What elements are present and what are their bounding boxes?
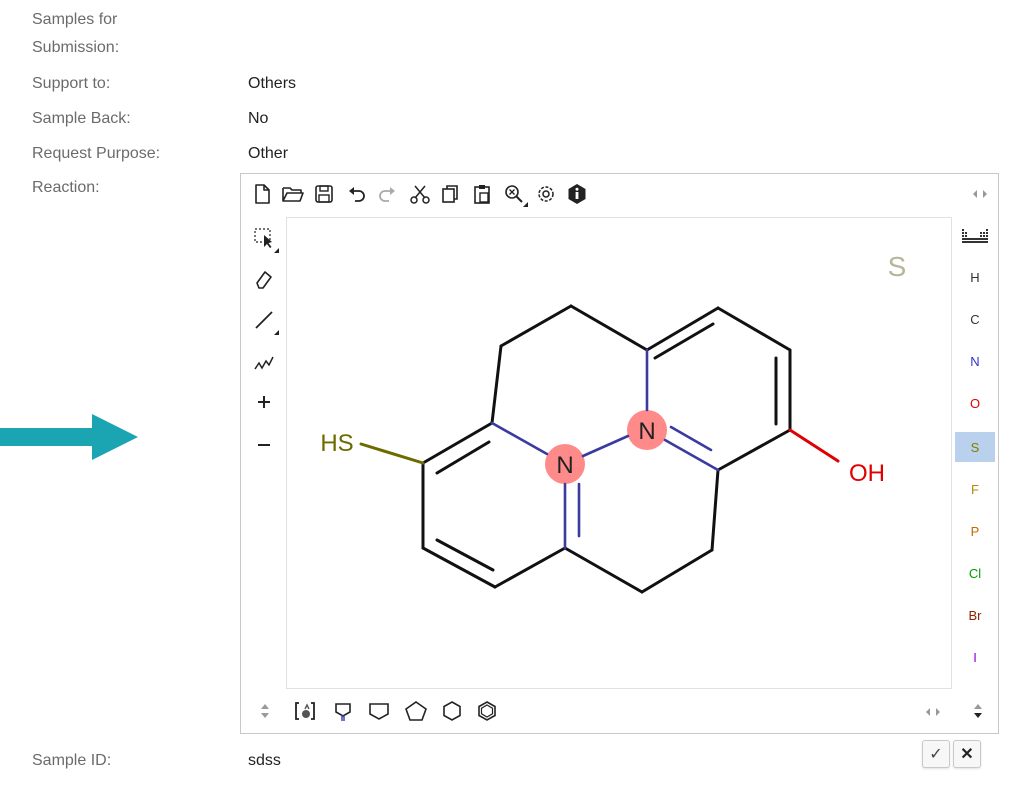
atom-n-button[interactable]: N (955, 346, 995, 376)
paste-icon[interactable] (469, 181, 495, 207)
atom-cl-button[interactable]: Cl (955, 558, 995, 588)
bonds (421, 304, 792, 594)
sulfur-bond (359, 442, 425, 465)
request-purpose-value: Other (248, 145, 289, 162)
new-file-icon[interactable] (249, 181, 275, 207)
atom-h-label: H (970, 269, 980, 285)
structure-editor: S (240, 173, 999, 734)
sample-id-label: Sample ID: (32, 752, 112, 769)
atom-highlight (545, 444, 585, 484)
eraser-icon[interactable] (249, 264, 279, 294)
check-icon: ✓ (929, 746, 943, 763)
sample-back-value: No (248, 110, 269, 127)
atom-o-label: O (969, 395, 981, 411)
save-icon[interactable] (311, 181, 337, 207)
atom-i-button[interactable]: I (955, 642, 995, 672)
cyclohexane-template-icon[interactable] (437, 698, 467, 724)
support-value: Others (248, 75, 297, 92)
settings-gear-icon[interactable] (533, 181, 559, 207)
atom-h-button[interactable]: H (955, 262, 995, 292)
samples-label-line1: Samples for (32, 11, 118, 28)
oxygen-bond (788, 428, 840, 463)
confirm-button[interactable]: ✓ (922, 740, 950, 768)
template-bracket-icon[interactable] (290, 698, 320, 724)
current-atom-indicator: S (888, 251, 907, 282)
atom-f-button[interactable]: F (955, 474, 995, 504)
cyclobutane-template-icon[interactable] (364, 698, 394, 724)
atom-panel-scroll-arrows-icon[interactable] (963, 698, 993, 724)
vertical-scroll-arrows-icon[interactable] (251, 698, 279, 724)
molecule-structure: S (320, 251, 907, 594)
redo-icon[interactable] (374, 181, 400, 207)
sample-id-value: sdss (248, 752, 281, 769)
copy-icon[interactable] (437, 181, 463, 207)
atom-c-button[interactable]: C (955, 304, 995, 334)
atom-n-label: N (970, 353, 980, 369)
nitrogen-bonds (490, 348, 720, 550)
close-icon: ✕ (960, 746, 974, 763)
atom-f-label: F (971, 481, 979, 497)
atom-cl-label: Cl (968, 565, 982, 581)
nitrogen-label: N (556, 452, 573, 479)
charge-minus-icon[interactable] (249, 432, 279, 458)
hs-label: HS (320, 430, 353, 457)
atom-s-label: S (970, 439, 980, 455)
cut-icon[interactable] (407, 181, 433, 207)
undo-icon[interactable] (344, 181, 370, 207)
reaction-label: Reaction: (32, 179, 100, 196)
nitrogen-label: N (638, 418, 655, 445)
cyclopropane-template-icon[interactable] (328, 698, 358, 724)
cyclopentane-template-icon[interactable] (401, 698, 431, 724)
info-icon[interactable] (564, 181, 590, 207)
atom-p-label: P (970, 523, 980, 539)
chain-tool-icon[interactable] (249, 346, 279, 376)
arrow-right-icon (0, 414, 138, 460)
template-scroll-arrows-icon[interactable] (921, 702, 945, 722)
atom-p-button[interactable]: P (955, 516, 995, 546)
periodic-table-icon[interactable] (957, 224, 993, 248)
atom-i-label: I (973, 649, 977, 665)
zoom-icon[interactable] (500, 181, 528, 207)
atom-br-label: Br (968, 607, 982, 623)
charge-plus-icon[interactable] (249, 389, 279, 415)
atom-c-label: C (970, 311, 980, 327)
selection-tool-icon[interactable] (249, 223, 279, 253)
toolbar-scroll-arrows-icon[interactable] (968, 184, 992, 204)
atom-o-button[interactable]: O (955, 388, 995, 418)
drawing-canvas[interactable]: S (286, 217, 952, 689)
cancel-button[interactable]: ✕ (953, 740, 981, 768)
oh-label: OH (849, 460, 885, 487)
open-folder-icon[interactable] (280, 181, 306, 207)
atom-s-button[interactable]: S (955, 432, 995, 462)
benzene-template-icon[interactable] (472, 698, 502, 724)
single-bond-icon[interactable] (249, 305, 279, 335)
atom-highlight (627, 410, 667, 450)
request-purpose-label: Request Purpose: (32, 145, 161, 162)
support-label: Support to: (32, 75, 111, 92)
atom-br-button[interactable]: Br (955, 600, 995, 630)
samples-label-line2: Submission: (32, 39, 120, 56)
sample-back-label: Sample Back: (32, 110, 131, 127)
